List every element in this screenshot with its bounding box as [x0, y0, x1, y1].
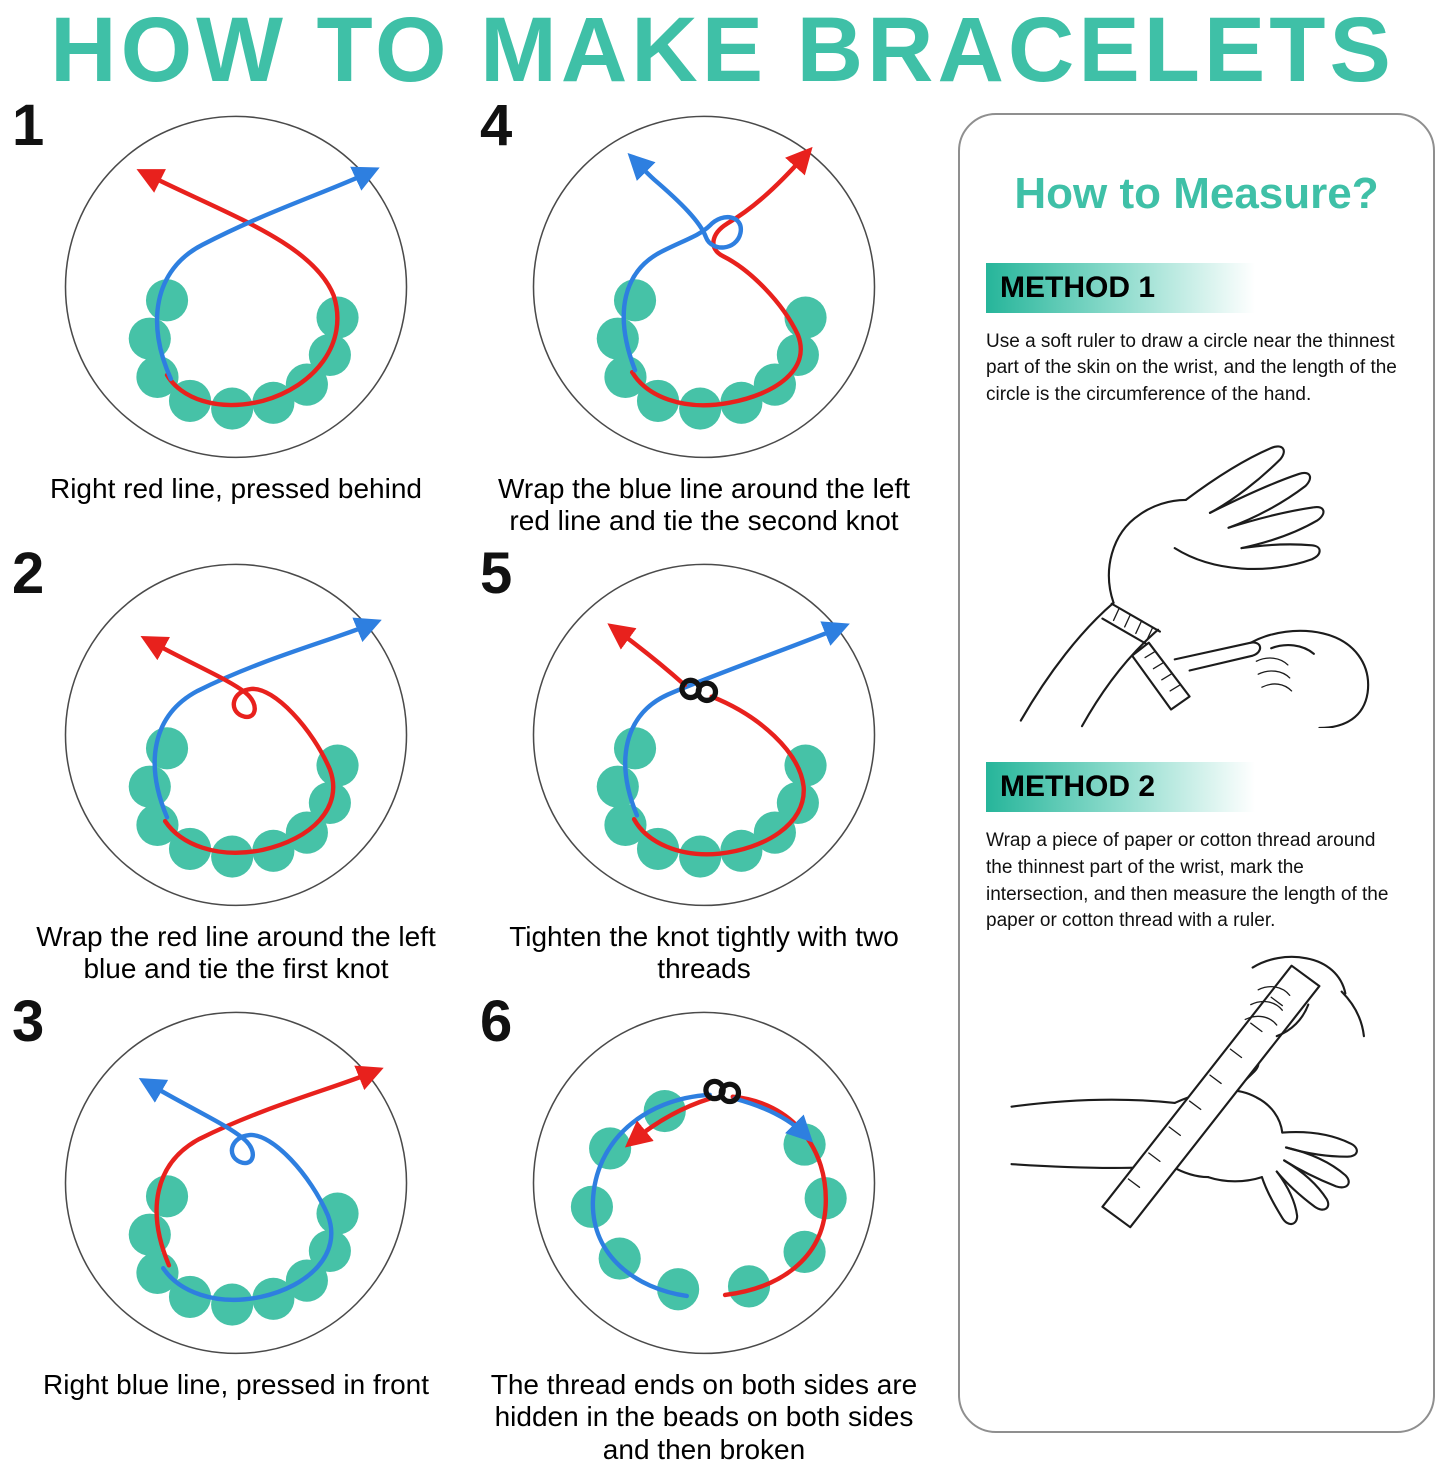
step-caption: Wrap the blue line around the left red l… [498, 472, 910, 537]
step-number: 1 [12, 92, 45, 158]
blue-thread-with-loop [138, 1077, 334, 1302]
knot [703, 1078, 742, 1104]
step-number: 6 [480, 988, 513, 1054]
method-2-illustration [1009, 955, 1365, 1228]
step-6: 6 The thread ends on both sides are hidd… [470, 988, 938, 1464]
page-title: HOW TO MAKE BRACELETS [50, 0, 1395, 101]
content-grid: 1 Right red line, pressed behind 2 [0, 92, 1445, 1465]
measure-panel: How to Measure? METHOD 1 Use a soft rule… [958, 112, 1435, 1433]
red-thread-upper [607, 622, 688, 687]
blue-thread-left-arc [590, 1092, 712, 1298]
step-number: 2 [12, 540, 45, 606]
step-circle [532, 563, 876, 906]
red-thread-lower [631, 693, 806, 857]
step-5: 5 Tighten the knot tightly with two thre… [470, 540, 938, 995]
step-2-diagram [64, 563, 408, 906]
step-caption: Right red line, pressed behind [49, 472, 422, 504]
step-4: 4 Wrap the blue line around the left red… [470, 92, 938, 547]
step-caption: Tighten the knot tightly with two thread… [509, 920, 899, 985]
step-circle [64, 115, 408, 458]
step-caption: Wrap the red line around the left blue a… [36, 920, 436, 985]
red-thread-right-arc [722, 1094, 828, 1297]
method-2-heading: METHOD 2 [986, 762, 1256, 813]
step-caption: Right blue line, pressed in front [43, 1368, 429, 1400]
method-2-text: Wrap a piece of paper or cotton thread a… [986, 830, 1389, 932]
step-3-diagram [64, 1011, 408, 1354]
method-1-illustration [1019, 445, 1369, 729]
step-circle [532, 115, 876, 458]
step-5-diagram [532, 563, 876, 906]
step-2: 2 Wrap the red line around the left blue… [2, 540, 470, 995]
blue-thread [623, 620, 850, 818]
blue-thread-end [732, 1096, 814, 1143]
step-circle [64, 1011, 408, 1354]
step-circle [64, 563, 408, 906]
red-thread-with-loop [140, 635, 336, 855]
step-1-diagram [64, 115, 408, 458]
step-1: 1 Right red line, pressed behind [2, 92, 470, 547]
step-number: 4 [480, 92, 513, 158]
blue-thread [154, 166, 380, 381]
step-3: 3 Right blue line, pressed in front [2, 988, 470, 1443]
step-number: 5 [480, 540, 513, 606]
step-6-diagram [532, 1011, 876, 1354]
step-4-diagram [532, 115, 876, 458]
method-1-text: Use a soft ruler to draw a circle near t… [986, 330, 1397, 405]
red-thread-end [624, 1096, 712, 1148]
step-circle [532, 1011, 876, 1354]
red-thread [154, 1065, 384, 1268]
step-number: 3 [12, 988, 45, 1054]
blue-thread [152, 617, 382, 820]
knot [679, 677, 719, 703]
beads [596, 278, 827, 430]
blue-thread-with-knot-loop [621, 152, 743, 373]
measure-panel-title: How to Measure? [1014, 168, 1379, 218]
beads [570, 1089, 847, 1310]
method-1-heading: METHOD 1 [986, 262, 1256, 313]
step-caption: The thread ends on both sides are hidden… [490, 1368, 918, 1465]
red-thread [136, 168, 340, 407]
